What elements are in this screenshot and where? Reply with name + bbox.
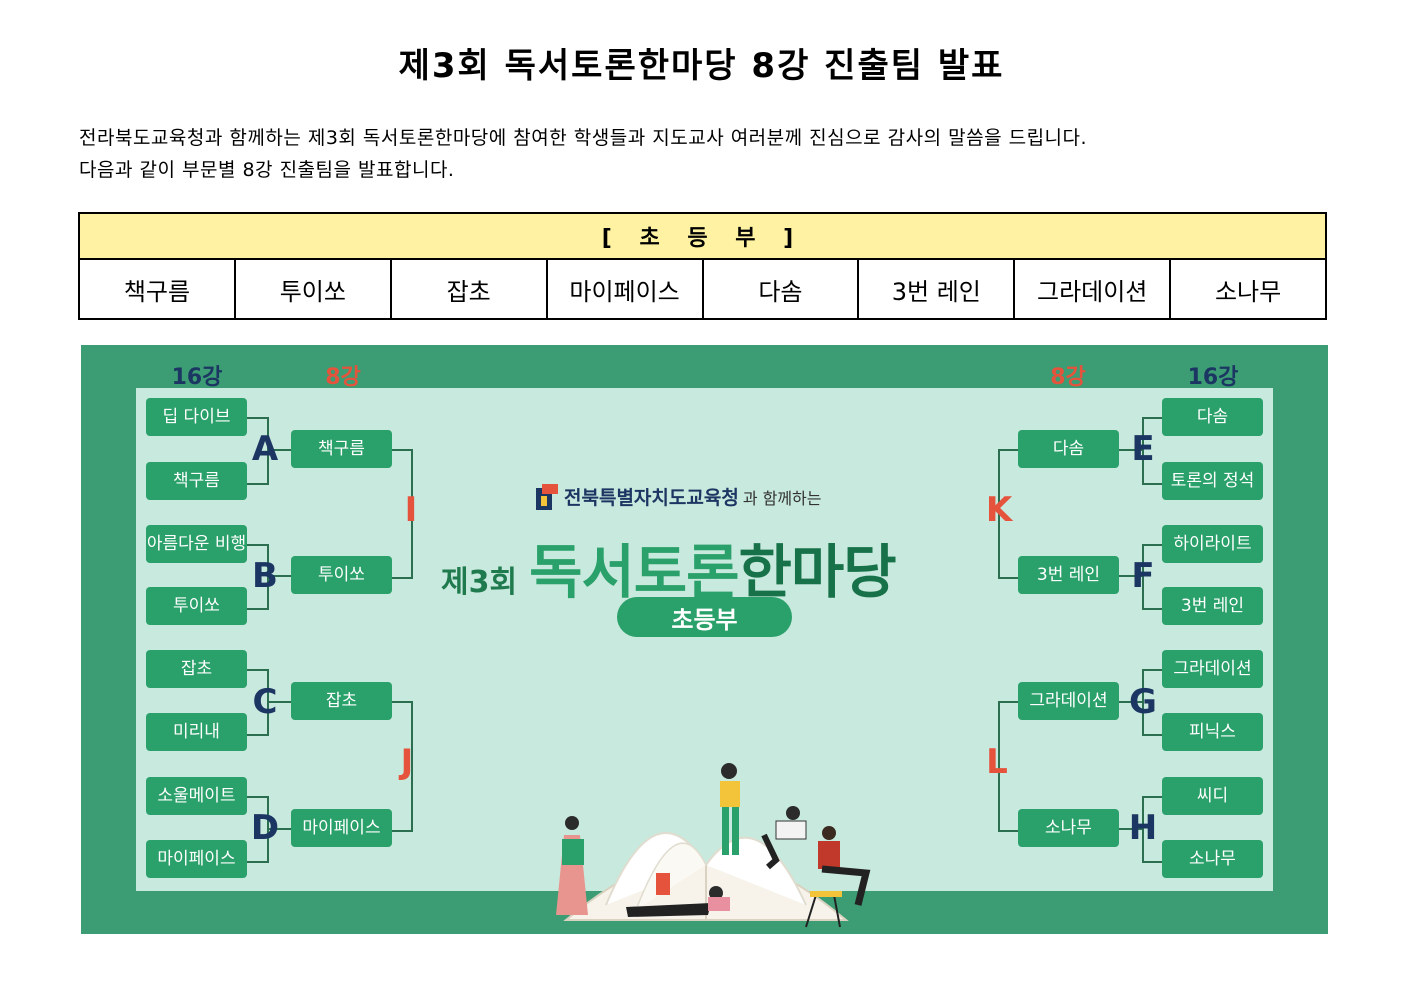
left-r8-team: 투이쏘 <box>291 556 392 594</box>
intro-line-1: 전라북도교육청과 함께하는 제3회 독서토론한마당에 참여한 학생들과 지도교사… <box>79 122 1087 154</box>
right-r16-team: 토론의 정석 <box>1162 462 1263 500</box>
group-letter: H <box>1125 808 1161 848</box>
org-name: 전북특별자치도교육청 <box>564 483 739 510</box>
org-logo-row: 전북특별자치도교육청 과 함께하는 <box>536 483 822 510</box>
left-r16-team: 잡초 <box>146 650 247 688</box>
division-header: [ 초 등 부 ] <box>79 213 1326 259</box>
left-r16-team: 책구름 <box>146 462 247 500</box>
right-r16-team: 피닉스 <box>1162 713 1263 751</box>
left-r16-team: 마이페이스 <box>146 840 247 878</box>
left-r8-team: 잡초 <box>291 682 392 720</box>
bracket-poster: 16강 8강 8강 16강 딥 다이브 책구름 아름다운 비행 투이쏘 잡초 미… <box>81 345 1328 934</box>
semi-letter: J <box>389 742 425 782</box>
team-cell: 다솜 <box>703 259 859 319</box>
group-letter: A <box>247 429 283 469</box>
right-r16-team: 하이라이트 <box>1162 525 1263 563</box>
group-letter: F <box>1125 556 1161 596</box>
team-cell: 3번 레인 <box>858 259 1014 319</box>
left-r16-team: 투이쏘 <box>146 587 247 625</box>
left-r8-team: 마이페이스 <box>291 809 392 847</box>
right-r16-team: 소나무 <box>1162 840 1263 878</box>
left-r16-team: 소울메이트 <box>146 777 247 815</box>
org-suffix: 과 함께하는 <box>743 485 822 509</box>
reading-students-illustration <box>536 755 876 933</box>
semi-letter: L <box>979 742 1015 782</box>
right-r16-team: 3번 레인 <box>1162 587 1263 625</box>
org-logo-icon <box>536 484 558 510</box>
team-cell: 잡초 <box>391 259 547 319</box>
semi-letter: K <box>981 490 1017 530</box>
right-r8-team: 3번 레인 <box>1018 556 1119 594</box>
page-title: 제3회 독서토론한마당 8강 진출팀 발표 <box>0 38 1403 87</box>
team-cell: 책구름 <box>79 259 235 319</box>
left-r16-team: 아름다운 비행 <box>146 525 247 563</box>
group-letter: B <box>247 556 283 596</box>
left-r16-team: 미리내 <box>146 713 247 751</box>
round16-label-right: 16강 <box>1173 359 1253 391</box>
right-r16-team: 다솜 <box>1162 398 1263 436</box>
division-badge: 초등부 <box>617 597 792 637</box>
team-cell: 그라데이션 <box>1014 259 1170 319</box>
team-cell: 소나무 <box>1170 259 1326 319</box>
team-cell: 마이페이스 <box>547 259 703 319</box>
group-letter: E <box>1125 429 1161 469</box>
left-r16-team: 딥 다이브 <box>146 398 247 436</box>
qualified-teams-table: [ 초 등 부 ] 책구름 투이쏘 잡초 마이페이스 다솜 3번 레인 그라데이… <box>78 212 1327 320</box>
right-r8-team: 소나무 <box>1018 809 1119 847</box>
semi-letter: I <box>393 490 429 530</box>
group-letter: D <box>247 808 283 848</box>
round8-label-left: 8강 <box>303 359 383 391</box>
right-r16-team: 그라데이션 <box>1162 650 1263 688</box>
group-letter: C <box>247 682 283 722</box>
right-r8-team: 다솜 <box>1018 430 1119 468</box>
intro-text: 전라북도교육청과 함께하는 제3회 독서토론한마당에 참여한 학생들과 지도교사… <box>79 122 1087 186</box>
left-r8-team: 책구름 <box>291 430 392 468</box>
group-letter: G <box>1125 682 1161 722</box>
intro-line-2: 다음과 같이 부문별 8강 진출팀을 발표합니다. <box>79 154 1087 186</box>
round8-label-right: 8강 <box>1028 359 1108 391</box>
round16-label-left: 16강 <box>157 359 237 391</box>
right-r16-team: 씨디 <box>1162 777 1263 815</box>
right-r8-team: 그라데이션 <box>1018 682 1119 720</box>
team-cell: 투이쏘 <box>235 259 391 319</box>
event-number: 제3회 <box>441 557 517 601</box>
